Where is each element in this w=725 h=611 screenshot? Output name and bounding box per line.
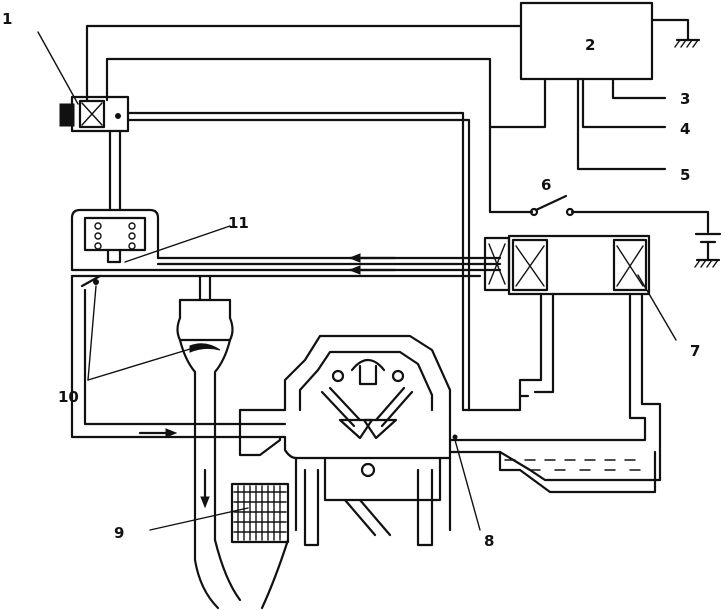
tank-unit — [483, 234, 651, 296]
label-7: 7 — [690, 342, 700, 360]
label-2: 2 — [585, 36, 595, 54]
flow-arrows-upper — [348, 253, 397, 275]
flow-arrow-lower — [138, 428, 178, 438]
ground-icon-top — [650, 18, 701, 48]
label-10: 10 — [58, 388, 79, 406]
engine-block — [238, 334, 502, 547]
fuel-tank-liquid — [498, 450, 657, 494]
air-filter — [193, 482, 290, 610]
wiring — [85, 24, 710, 234]
left-vertical-pipes — [70, 274, 287, 439]
label-9: 9 — [114, 524, 124, 542]
valve-to-canister — [108, 129, 122, 212]
label-5: 5 — [680, 166, 690, 184]
leader-lines — [37, 31, 677, 531]
control-unit — [519, 1, 654, 81]
label-11: 11 — [228, 214, 249, 232]
label-4: 4 — [680, 120, 690, 138]
flow-arrow-down — [200, 468, 210, 509]
label-3: 3 — [680, 90, 690, 108]
ground-icon-right — [694, 258, 721, 268]
canister-valve — [70, 208, 502, 288]
label-6: 6 — [541, 176, 551, 194]
diaphragm-valve — [176, 274, 234, 562]
battery-icon — [694, 232, 722, 262]
control-unit-leads — [576, 77, 667, 171]
purge-line — [126, 111, 530, 412]
switch-icon — [529, 194, 575, 217]
solenoid-valve — [59, 95, 130, 133]
tank-to-engine — [448, 292, 662, 482]
label-8: 8 — [484, 532, 494, 550]
label-1: 1 — [2, 10, 12, 28]
